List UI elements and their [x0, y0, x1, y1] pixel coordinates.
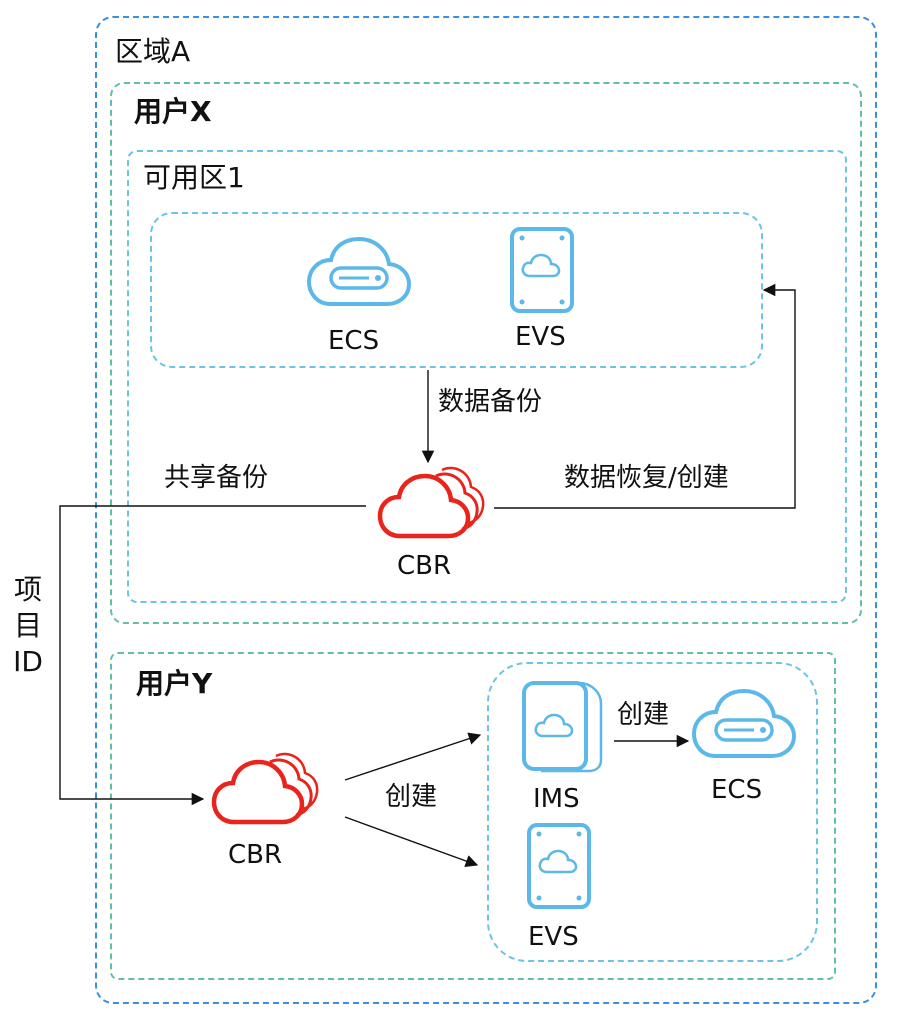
cbr-y-label: CBR [228, 840, 283, 870]
cbr-x-label: CBR [397, 551, 452, 581]
cloud-disk-icon [527, 823, 591, 909]
restore-create-label: 数据恢复/创建 [564, 463, 729, 493]
user-y-box [110, 652, 836, 980]
availability-zone-box [127, 150, 847, 603]
user-y-title: 用户Y [136, 667, 213, 700]
create-ims-arrow [344, 732, 482, 781]
ecs-label: ECS [328, 326, 380, 356]
create-ecs-label: 创建 [617, 700, 670, 730]
evs-label: EVS [515, 322, 566, 352]
ims-label: IMS [533, 784, 580, 814]
cloud-backup-icon [377, 466, 485, 539]
user-x-title: 用户X [134, 95, 212, 128]
data-backup-label: 数据备份 [438, 387, 543, 417]
project-id-label: 项 目 ID [10, 572, 46, 680]
project-id-char-1: 项 [13, 573, 42, 606]
share-arrow [59, 505, 366, 806]
cloud-image-icon [522, 681, 603, 773]
cloud-server-icon [692, 688, 796, 758]
evs-y-label: EVS [528, 922, 579, 952]
create-evs-arrow [344, 816, 479, 868]
user-y-resources-box [487, 662, 818, 962]
cloud-server-icon [307, 236, 411, 306]
project-id-char-3: ID [13, 645, 43, 678]
user-x-box [110, 82, 862, 624]
shared-backup-label: 共享备份 [164, 463, 269, 493]
restore-arrow [494, 283, 796, 509]
cloud-backup-icon [211, 752, 319, 825]
ecs-y-label: ECS [711, 775, 763, 805]
user-x-resources-box [150, 212, 763, 368]
create-label: 创建 [385, 782, 438, 812]
cloud-disk-icon [510, 227, 574, 313]
project-id-char-2: 目 [13, 609, 42, 642]
region-a-box [95, 16, 877, 1004]
zone-title: 可用区1 [143, 161, 245, 194]
region-title: 区域A [115, 35, 191, 68]
